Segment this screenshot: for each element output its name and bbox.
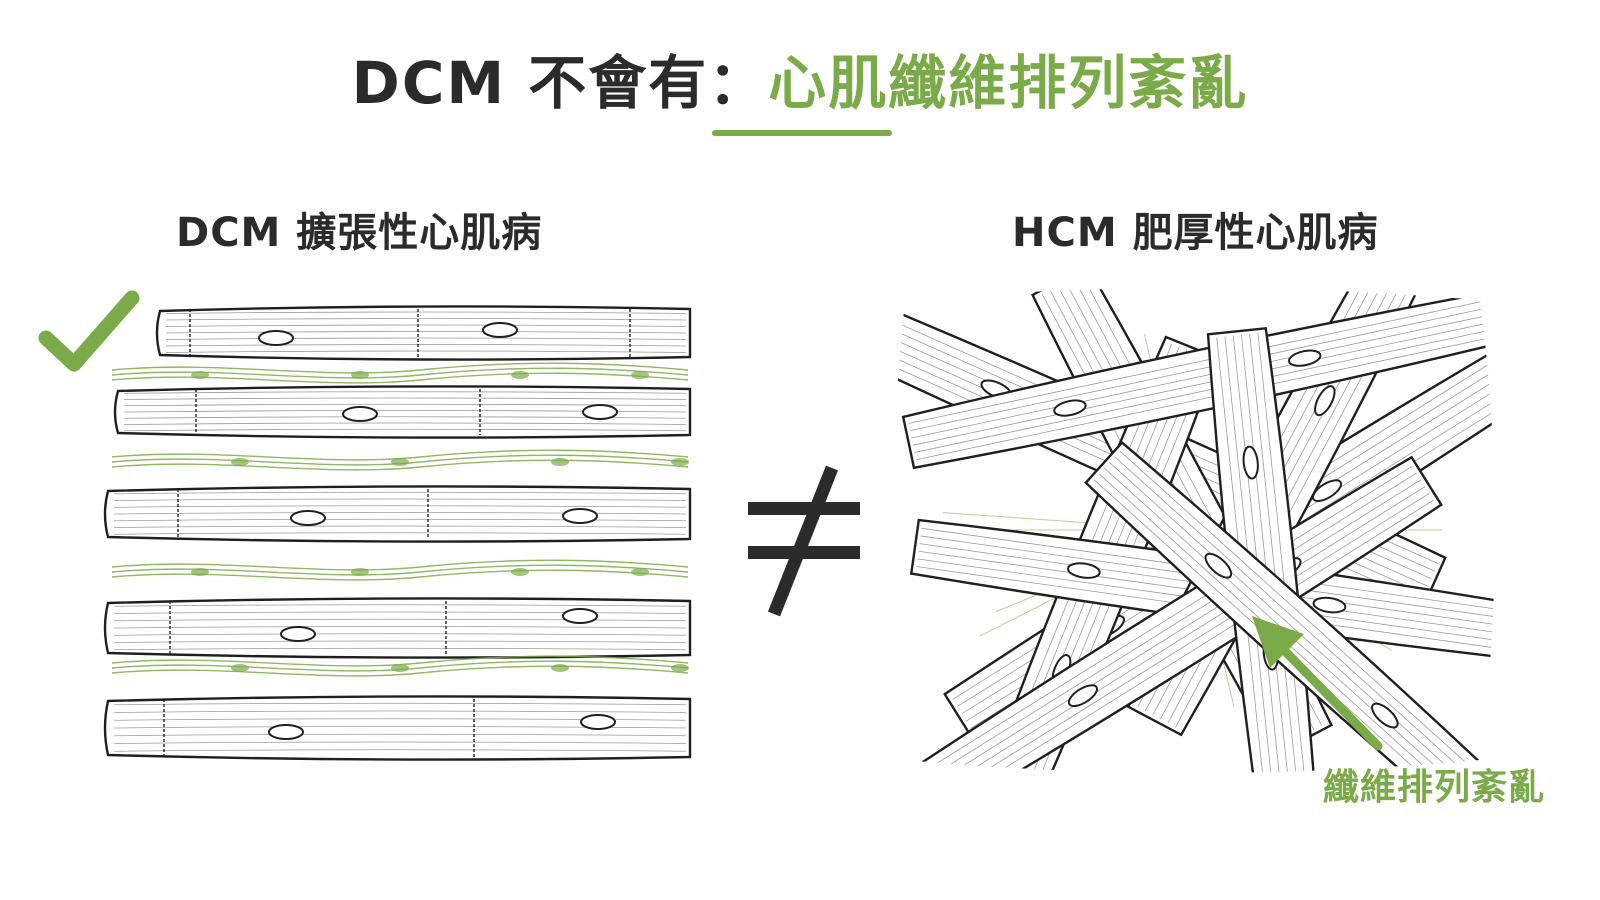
- nucleus: [268, 724, 304, 740]
- dcm-panel-title: DCM 擴張性心肌病: [176, 210, 543, 256]
- nucleus: [1053, 399, 1087, 417]
- title-prefix: DCM 不會有：: [351, 49, 769, 117]
- not-equal-icon: [748, 465, 860, 617]
- arrow-icon: [1252, 616, 1383, 751]
- nucleus: [290, 510, 326, 526]
- dcm-fiber: [103, 485, 692, 543]
- connective-tissue: [111, 655, 689, 677]
- nucleus: [1204, 552, 1233, 579]
- dcm-fiber: [103, 695, 692, 761]
- page-title: DCM 不會有：心肌纖維排列紊亂: [0, 36, 1600, 120]
- dcm-fiber: [155, 305, 692, 361]
- title-underline: [712, 130, 892, 136]
- nucleus: [1242, 445, 1259, 480]
- nucleus: [1311, 479, 1343, 502]
- dcm-aligned-fibers: [103, 305, 692, 761]
- nucleus: [582, 404, 618, 420]
- nucleus: [1287, 349, 1322, 367]
- nucleus: [1314, 385, 1336, 417]
- nucleus: [482, 322, 518, 338]
- nucleus: [580, 714, 616, 730]
- nucleus: [1312, 596, 1347, 614]
- hcm-fiber: [901, 290, 1495, 470]
- nucleus: [258, 330, 294, 346]
- nucleus: [342, 406, 378, 422]
- connective-tissue: [111, 362, 689, 384]
- check-icon: [38, 290, 140, 372]
- nucleus: [1067, 684, 1099, 707]
- hcm-disordered-fibers: [892, 288, 1495, 773]
- dcm-fiber: [103, 597, 692, 659]
- dcm-fiber: [113, 385, 692, 439]
- disorder-annotation: 纖維排列紊亂: [1323, 767, 1546, 808]
- connective-tissue: [111, 449, 689, 471]
- nucleus: [562, 608, 598, 624]
- nucleus: [1371, 702, 1399, 729]
- nucleus: [562, 508, 598, 524]
- nucleus: [280, 626, 316, 642]
- connective-tissue: [111, 559, 689, 581]
- title-highlight: 心肌纖維排列紊亂: [768, 49, 1249, 117]
- nucleus: [1066, 562, 1101, 579]
- hcm-panel-title: HCM 肥厚性心肌病: [1012, 210, 1379, 256]
